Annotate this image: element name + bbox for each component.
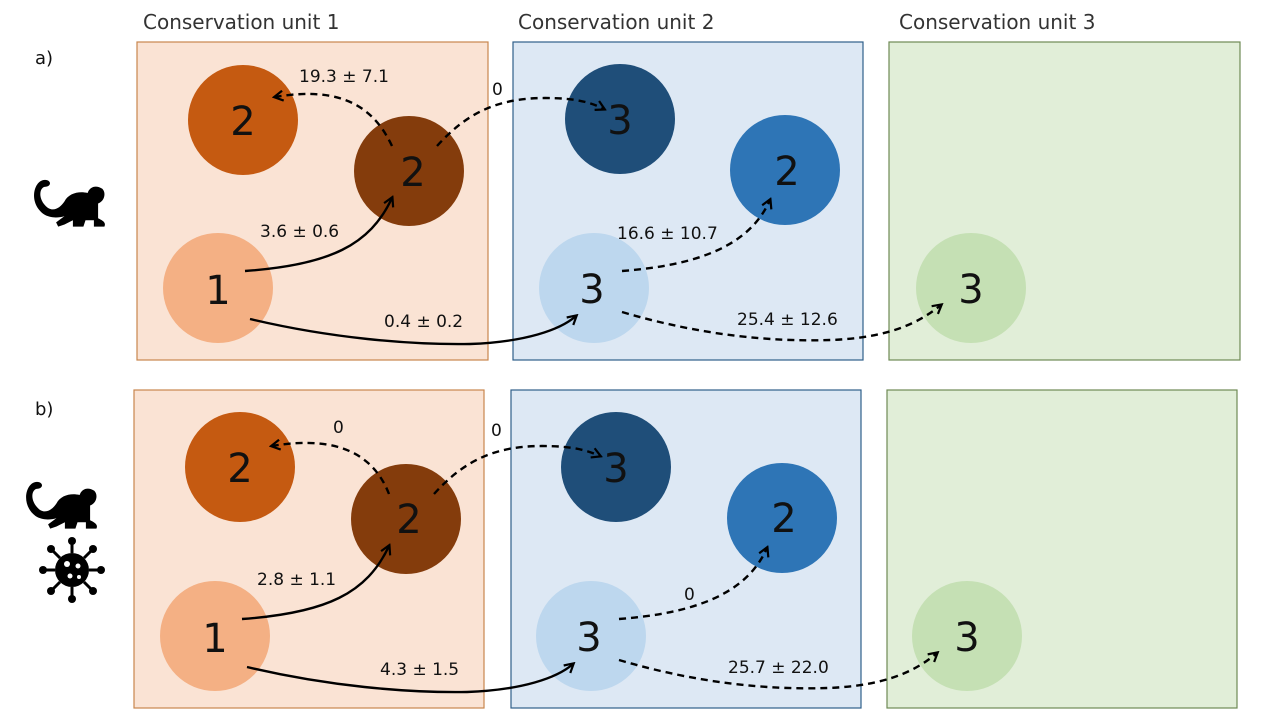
- node-cu2-mid: [727, 463, 837, 573]
- edge-dark-to-mid: [272, 443, 391, 495]
- panel-b: b): [26, 389, 1238, 709]
- node-label: 1: [202, 616, 227, 662]
- node-label: 2: [230, 99, 255, 145]
- edge-label: 0: [684, 585, 695, 605]
- edge-dark-to-mid: [275, 94, 394, 147]
- edge-label: 0: [333, 418, 344, 438]
- node-label: 2: [400, 150, 425, 196]
- edge-cu1-to-cu2-dark: [433, 444, 600, 495]
- edge-label: 25.7 ± 22.0: [728, 658, 829, 678]
- edge-label: 0: [491, 421, 502, 441]
- node-label: 3: [603, 446, 628, 492]
- unit-box-3: [886, 389, 1238, 709]
- edge-cu2-light-to-mid: [621, 200, 770, 273]
- node-label: 2: [396, 497, 421, 543]
- node-label: 3: [607, 98, 632, 144]
- edge-label: 2.8 ± 1.1: [257, 570, 336, 590]
- edge-cu1-to-cu2-dark: [436, 96, 604, 147]
- edge-label: 0: [492, 80, 503, 100]
- node-cu2-mid: [730, 115, 840, 225]
- edge-cu1-light-to-cu2-light: [246, 664, 573, 694]
- unit-title-1: Conservation unit 1: [143, 10, 339, 34]
- node-cu1-mid: [185, 412, 295, 522]
- unit-title-3: Conservation unit 3: [899, 10, 1095, 34]
- monkey-icon: [26, 481, 97, 529]
- edge-light-to-dark: [241, 546, 389, 621]
- edge-cu2-light-to-cu3: [618, 653, 937, 690]
- node-label: 2: [227, 446, 252, 492]
- node-cu1-light: [163, 233, 273, 343]
- monkey-icon: [34, 179, 105, 227]
- edge-cu2-light-to-cu3: [621, 305, 941, 342]
- edge-label: 25.4 ± 12.6: [737, 310, 838, 330]
- node-label: 2: [774, 149, 799, 195]
- edge-label: 16.6 ± 10.7: [617, 224, 718, 244]
- node-cu1-light: [160, 581, 270, 691]
- edge-cu1-light-to-cu2-light: [249, 316, 576, 346]
- node-cu3-light: [912, 581, 1022, 691]
- panel-b-label: b): [35, 399, 53, 420]
- unit-title-2: Conservation unit 2: [518, 10, 714, 34]
- node-cu2-dark: [561, 412, 671, 522]
- node-label: 3: [958, 267, 983, 313]
- node-cu1-dark: [354, 116, 464, 226]
- edge-label: 4.3 ± 1.5: [380, 660, 459, 680]
- node-label: 3: [579, 267, 604, 313]
- node-cu1-mid: [188, 65, 298, 175]
- edge-light-to-dark: [244, 198, 392, 273]
- node-label: 3: [954, 615, 979, 661]
- edge-label: 19.3 ± 7.1: [299, 67, 389, 87]
- node-cu2-dark: [565, 64, 675, 174]
- panel-a: a) 2 2 1 3 2 3 3 19.3 ± 7.1 0: [34, 41, 1241, 361]
- edge-cu2-light-to-mid: [618, 548, 767, 621]
- node-cu1-dark: [351, 464, 461, 574]
- virus-icon: [39, 537, 105, 603]
- edge-label: 0.4 ± 0.2: [384, 312, 463, 332]
- node-label: 1: [205, 268, 230, 314]
- panel-a-label: a): [35, 48, 53, 69]
- node-cu3-light: [916, 233, 1026, 343]
- edge-label: 3.6 ± 0.6: [260, 222, 339, 242]
- node-label: 2: [771, 496, 796, 542]
- node-label: 3: [576, 615, 601, 661]
